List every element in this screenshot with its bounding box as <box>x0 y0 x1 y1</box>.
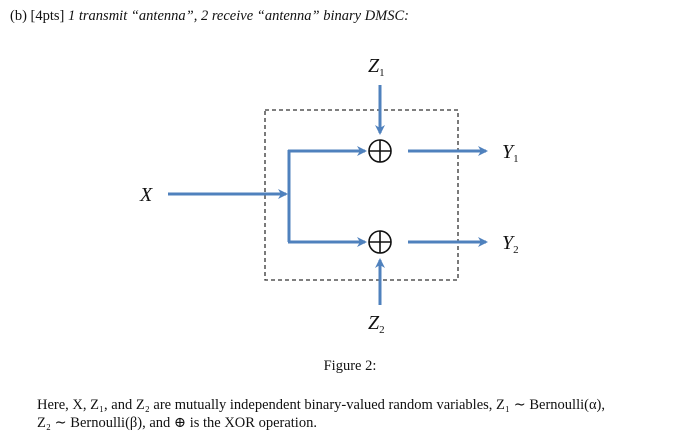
xor-top-icon <box>368 139 392 163</box>
description-paragraph: Here, X, Z₁, and Z₂ are mutually indepen… <box>37 396 687 432</box>
description-line-2: Z₂ ∼ Bernoulli(β), and ⊕ is the XOR oper… <box>37 415 317 431</box>
description-line-1: Here, X, Z₁, and Z₂ are mutually indepen… <box>37 397 606 413</box>
output-bottom-label: Y2 <box>502 232 519 256</box>
input-label: X <box>139 184 153 206</box>
problem-points: [4pts] <box>30 8 65 24</box>
figure-caption: Figure 2: <box>323 358 377 374</box>
noise-bottom-label: Z2 <box>368 312 385 336</box>
problem-title: 1 transmit “antenna”, 2 receive “antenna… <box>68 8 410 24</box>
problem-part: (b) <box>10 8 27 24</box>
problem-header: (b) [4pts] 1 transmit “antenna”, 2 recei… <box>10 8 409 25</box>
channel-box <box>264 109 459 281</box>
noise-top-label: Z1 <box>368 55 385 79</box>
output-top-label: Y1 <box>502 141 519 165</box>
xor-bottom-icon <box>368 230 392 254</box>
